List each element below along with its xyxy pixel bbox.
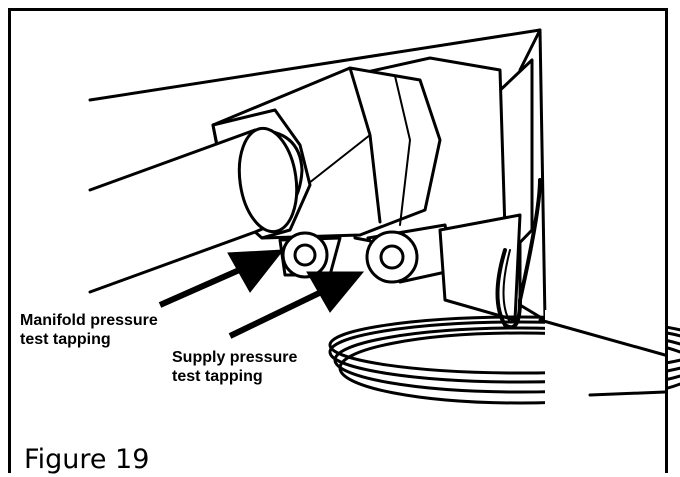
valve-body-edge bbox=[88, 28, 542, 102]
supply-arrow-head bbox=[306, 271, 365, 313]
manifold-arrow-head bbox=[227, 249, 285, 293]
figure-caption: Figure 19 bbox=[24, 444, 150, 475]
manifold-pressure-label: Manifold pressure test tapping bbox=[20, 312, 158, 348]
supply-pressure-label: Supply pressure test tapping bbox=[172, 349, 298, 385]
